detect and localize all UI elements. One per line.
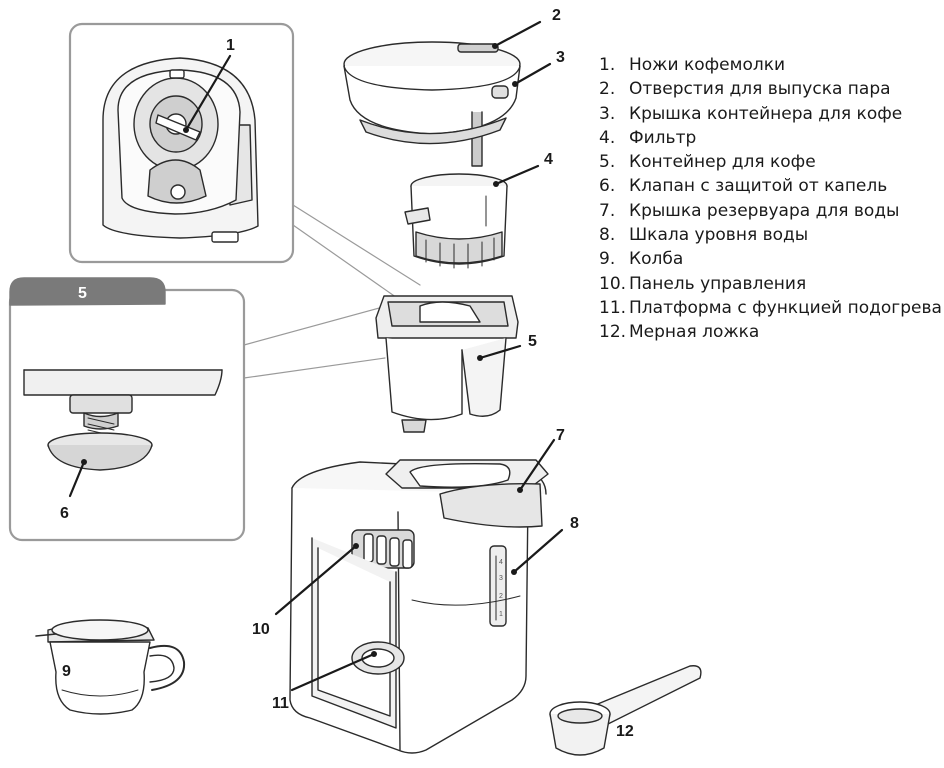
legend-item: 4. Фильтр [599, 126, 942, 150]
callout-3: 3 [556, 49, 565, 66]
legend-label: Клапан с защитой от капель [629, 176, 888, 197]
legend-label: Фильтр [629, 127, 697, 148]
leader-dots [81, 43, 523, 657]
legend-number: 11. [599, 297, 627, 318]
legend-item: 2. Отверстия для выпуска пара [599, 77, 942, 101]
detail-tab-label: 5 [78, 285, 87, 302]
legend-item: 9. Колба [599, 247, 942, 271]
water-level-scale: 4 3 2 1 [499, 559, 503, 618]
grinder-detail-panel [68, 22, 421, 301]
legend-number: 6. [599, 176, 616, 197]
legend-label: Ножи кофемолки [629, 55, 786, 75]
legend-label: Крышка резервуара для воды [629, 200, 900, 221]
callout-10: 10 [252, 621, 270, 638]
parts-legend: 1. Ножи кофемолки 2. Отверстия для выпуска… [599, 53, 942, 345]
legend-number: 7. [599, 200, 616, 221]
legend-label: Контейнер для кофе [629, 152, 816, 173]
legend-label: Шкала уровня воды [629, 225, 809, 246]
callout-9: 9 [62, 663, 71, 680]
scale-mark-2: 2 [499, 593, 503, 600]
legend-item: 8. Шкала уровня воды [599, 223, 942, 247]
legend-label: Отверстия для выпуска пара [629, 79, 891, 100]
legend-number: 5. [599, 152, 616, 173]
callout-7: 7 [556, 427, 565, 444]
measuring-spoon [549, 665, 702, 756]
filter-basket [404, 173, 508, 269]
callout-4: 4 [544, 151, 553, 168]
callout-5: 5 [528, 333, 537, 350]
legend-number: 10. [599, 273, 627, 294]
legend-number: 12. [599, 322, 627, 343]
legend-label: Мерная ложка [629, 322, 760, 343]
coffee-container [375, 295, 519, 433]
legend-item: 10.Панель управления [599, 272, 942, 296]
legend-number: 9. [599, 249, 616, 270]
coffee-maker-body [289, 459, 549, 754]
legend-item: 7. Крышка резервуара для воды [599, 199, 942, 223]
glass-carafe [35, 619, 186, 715]
legend-item: 5. Контейнер для кофе [599, 150, 942, 174]
callout-8: 8 [570, 515, 579, 532]
legend-label: Крышка контейнера для кофе [629, 103, 903, 124]
callout-6: 6 [60, 505, 69, 522]
legend-label: Панель управления [629, 273, 807, 294]
legend-number: 2. [599, 79, 616, 100]
callout-2: 2 [552, 7, 561, 24]
legend-label: Колба [629, 249, 684, 270]
legend-item: 11.Платформа с функцией подогрева [599, 296, 942, 320]
legend-item: 12.Мерная ложка [599, 320, 942, 344]
legend-number: 4. [599, 127, 616, 148]
callout-11: 11 [272, 695, 289, 712]
valve-detail-panel [8, 277, 391, 542]
legend-item: 6. Клапан с защитой от капель [599, 174, 942, 198]
legend-number: 8. [599, 225, 616, 246]
leader-lines [68, 20, 564, 692]
container-lid [343, 41, 521, 167]
scale-mark-1: 1 [499, 611, 503, 618]
legend-item: 3. Крышка контейнера для кофе [599, 102, 942, 126]
legend-number: 3. [599, 103, 616, 124]
legend-number: 1. [599, 55, 616, 75]
legend-label: Платформа с функцией подогрева [629, 297, 942, 318]
callout-1: 1 [226, 37, 235, 54]
legend-item: 1. Ножи кофемолки [599, 53, 942, 77]
scale-mark-4: 4 [499, 559, 503, 566]
scale-mark-3: 3 [499, 575, 503, 582]
callout-12: 12 [616, 723, 634, 740]
